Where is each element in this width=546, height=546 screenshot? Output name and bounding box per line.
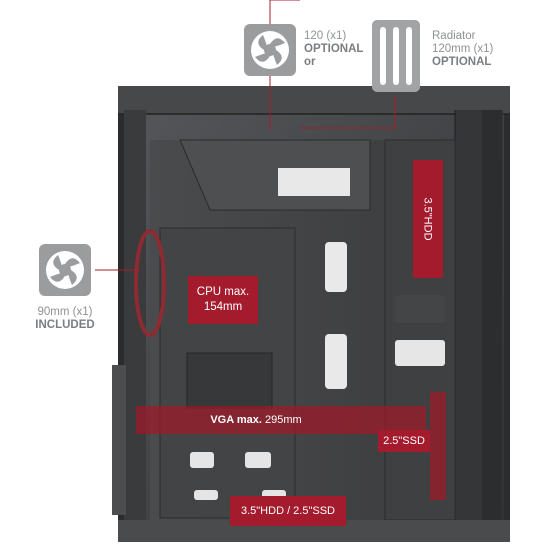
bottom-bay-text: 3.5"HDD / 2.5"SSD — [240, 505, 335, 517]
front-fan-callout: 90mm (x1) INCLUDED — [33, 306, 97, 332]
vga-clearance-value: 295mm — [264, 414, 302, 426]
bottom-bay-label: 3.5"HDD / 2.5"SSD — [230, 496, 346, 526]
cpu-clearance-label: CPU max. 154mm — [188, 276, 258, 324]
ssd25-label: 2.5"SSD — [378, 430, 430, 452]
ssd-bay-zone — [430, 392, 446, 500]
hdd35-top-label: 3.5"HDD — [413, 160, 443, 278]
front-fan-included: INCLUDED — [35, 319, 95, 331]
vga-clearance-zone — [136, 406, 426, 434]
hdd35-top-text: 3.5"HDD — [422, 197, 434, 241]
vga-clearance-label: VGA max. 295mm — [196, 410, 316, 430]
radiator-icon — [372, 20, 420, 92]
fan-icon — [251, 31, 289, 69]
radiator-name: Radiator — [432, 30, 476, 42]
front-fan-size: 90mm (x1) — [37, 306, 93, 318]
radiator-callout: Radiator 120mm (x1) OPTIONAL — [432, 30, 493, 69]
top-fan-callout: 120 (x1) OPTIONAL or — [304, 30, 363, 69]
cpu-clearance-value: 154mm — [203, 301, 243, 313]
top-fan-box — [244, 24, 296, 76]
vga-clearance-prefix: VGA max. — [210, 414, 262, 426]
ssd25-text: 2.5"SSD — [383, 435, 425, 447]
radiator-size: 120mm (x1) — [432, 43, 494, 55]
top-fan-or: or — [304, 56, 316, 68]
top-fan-optional: OPTIONAL — [304, 43, 364, 55]
radiator-optional: OPTIONAL — [432, 56, 492, 68]
top-fan-size: 120 (x1) — [304, 30, 347, 42]
front-fan-box — [39, 244, 91, 296]
cpu-clearance-title: CPU max. — [196, 286, 250, 298]
fan-icon — [46, 251, 84, 289]
